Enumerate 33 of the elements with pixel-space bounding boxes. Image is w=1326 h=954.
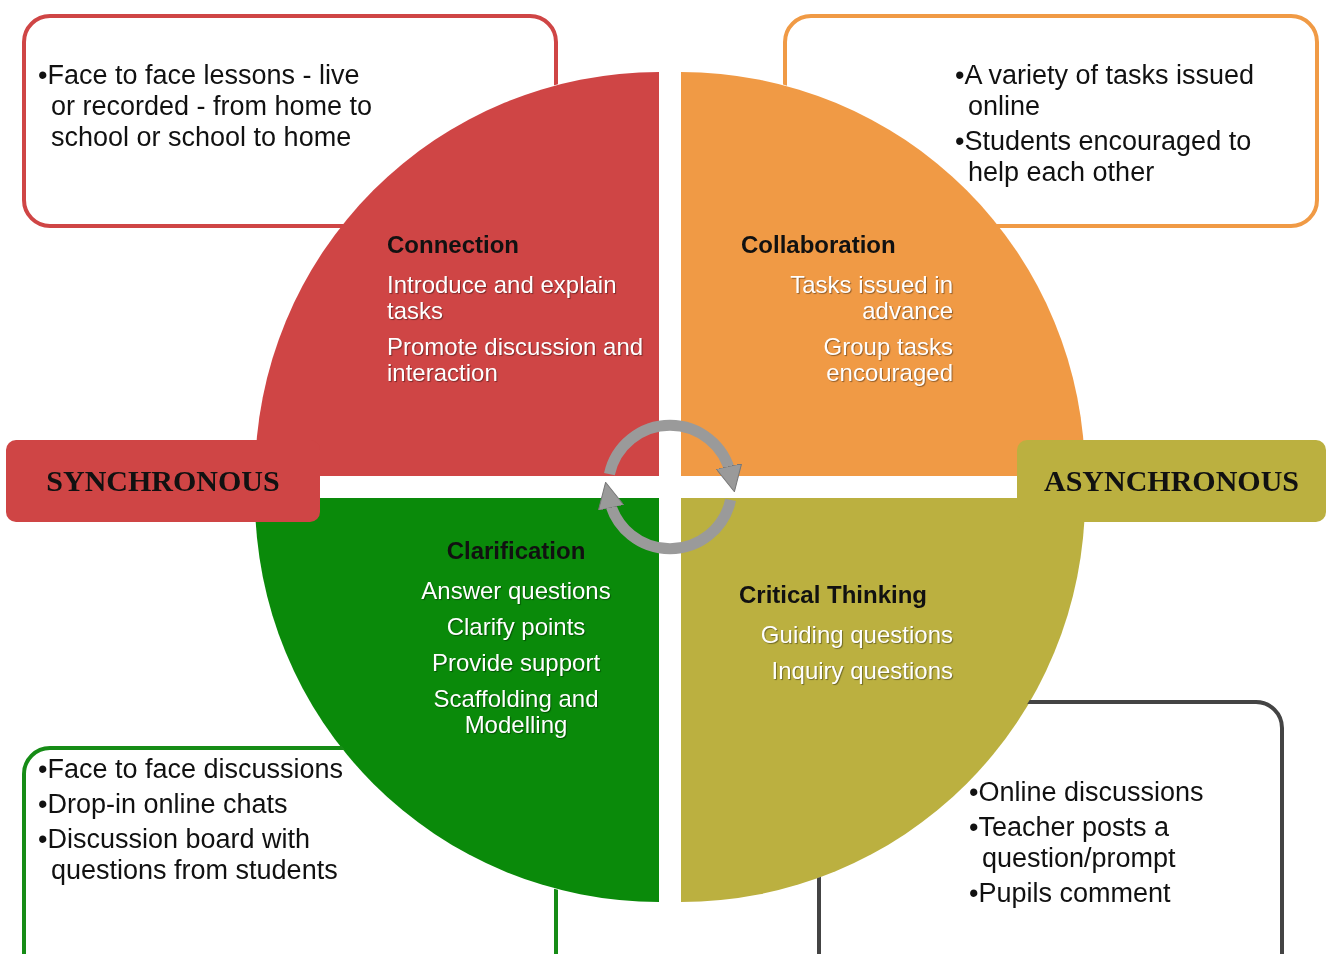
quadrant-item: Clarify points (445, 614, 587, 640)
tag-text: ASYNCHRONOUS (1044, 464, 1299, 498)
text-box (22, 746, 558, 954)
quadrant-item: Introduce and explain tasks (387, 272, 618, 324)
quadrant-heading: Collaboration (741, 232, 897, 258)
quadrant-item: Group tasks encouraged (822, 334, 953, 386)
quadrant-heading: Critical Thinking (739, 582, 928, 608)
bullet-point: •Pupils comment (969, 878, 1172, 909)
bullet-point: •Face to face lessons - live or recorded - from home to school or school to home (38, 60, 374, 153)
text-box (783, 14, 1319, 228)
text-box (22, 14, 558, 228)
bullet-point: •Discussion board with questions from students (38, 824, 339, 886)
quadrant-heading: Connection (387, 232, 520, 258)
curved-arrow (604, 419, 742, 492)
quadrant-item: Scaffolding and Modelling (432, 686, 600, 738)
bullet-point: •Teacher posts a question/prompt (969, 812, 1177, 874)
text-box (817, 700, 1284, 954)
tag-text: SYNCHRONOUS (46, 464, 280, 498)
label-tag (6, 440, 320, 522)
bullet-point: •A variety of tasks issued online (955, 60, 1256, 122)
quadrant-item: Provide support (430, 650, 602, 676)
quadrant-item: Guiding questions (759, 622, 953, 648)
bullet-point: •Face to face discussions (38, 754, 345, 785)
quadrant-item: Answer questions (420, 578, 612, 604)
bullet-point: •Students encouraged to help each other (955, 126, 1253, 188)
quadrant-item: Tasks issued in advance (789, 272, 953, 324)
label-tag (1017, 440, 1326, 522)
quadrant-item: Promote discussion and interaction (387, 334, 645, 386)
quadrant-item: Inquiry questions (770, 658, 953, 684)
bullet-point: •Drop-in online chats (38, 789, 289, 820)
curved-arrow (598, 482, 736, 555)
quadrant-heading: Clarification (445, 538, 587, 564)
bullet-point: •Online discussions (969, 777, 1205, 808)
